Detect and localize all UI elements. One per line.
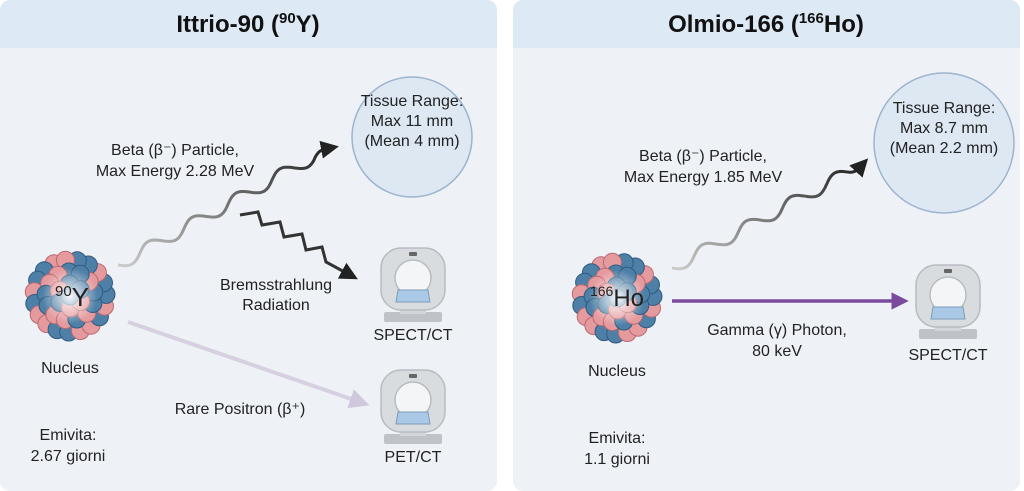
half-life-label: Emivita: [589,430,646,447]
tissue-range-mean: (Mean 2.2 mm) [890,140,998,157]
nucleus-yttrium [24,250,116,342]
half-life-label: Emivita: [40,427,97,444]
panel-holmium-166: Olmio-166 (166Ho) Tissue Range: Max 8.7 … [513,0,1020,491]
gamma-photon-label: Gamma (γ) Photon, [707,322,847,339]
bremsstrahlung-zigzag-arrow [239,210,358,280]
beta-particle-label: Beta (β⁻) Particle, [639,148,767,165]
panel-header [513,0,1020,48]
panel-header [0,0,497,48]
nucleus-symbol: 90Y [55,282,89,312]
tissue-range-max: Max 8.7 mm [900,120,988,137]
beta-energy-label: Max Energy 2.28 MeV [96,163,255,180]
tissue-range-circle [873,72,1015,214]
tissue-range-circle [351,76,473,198]
nucleus-symbol: 166Ho [590,283,644,312]
gamma-energy-label: 80 keV [752,343,802,360]
beta-energy-label: Max Energy 1.85 MeV [624,169,783,186]
spect-ct-label: SPECT/CT [908,347,987,364]
tissue-range-max: Max 11 mm [371,113,453,130]
tissue-range-mean: (Mean 4 mm) [364,133,459,150]
nucleus-label: Nucleus [588,363,646,380]
half-life-value: 2.67 giorni [31,448,106,465]
beta-wavy-arrow [117,140,339,268]
radiation-label: Radiation [242,297,310,314]
pet-ct-label: PET/CT [385,449,442,466]
tissue-range-label: Tissue Range: [361,93,464,110]
nucleus-label: Nucleus [41,360,99,377]
bremsstrahlung-label: Bremsstrahlung [220,277,332,294]
nucleus-holmium [571,252,663,344]
half-life-value: 1.1 giorni [584,451,650,468]
beta-wavy-arrow [671,158,869,271]
nucleus-glow [42,268,98,324]
panel-yttrium-90: Ittrio-90 (90Y) Tissue Range: Max 11 mm … [0,0,497,491]
nucleus-glow [589,270,645,326]
spect-ct-label: SPECT/CT [373,327,452,344]
panel-title: Olmio-166 (166Ho) [668,10,864,38]
panel-title: Ittrio-90 (90Y) [176,10,319,38]
positron-arrow [127,320,370,409]
positron-label: Rare Positron (β⁺) [175,401,306,418]
tissue-range-label: Tissue Range: [893,100,996,117]
beta-particle-label: Beta (β⁻) Particle, [111,142,239,159]
